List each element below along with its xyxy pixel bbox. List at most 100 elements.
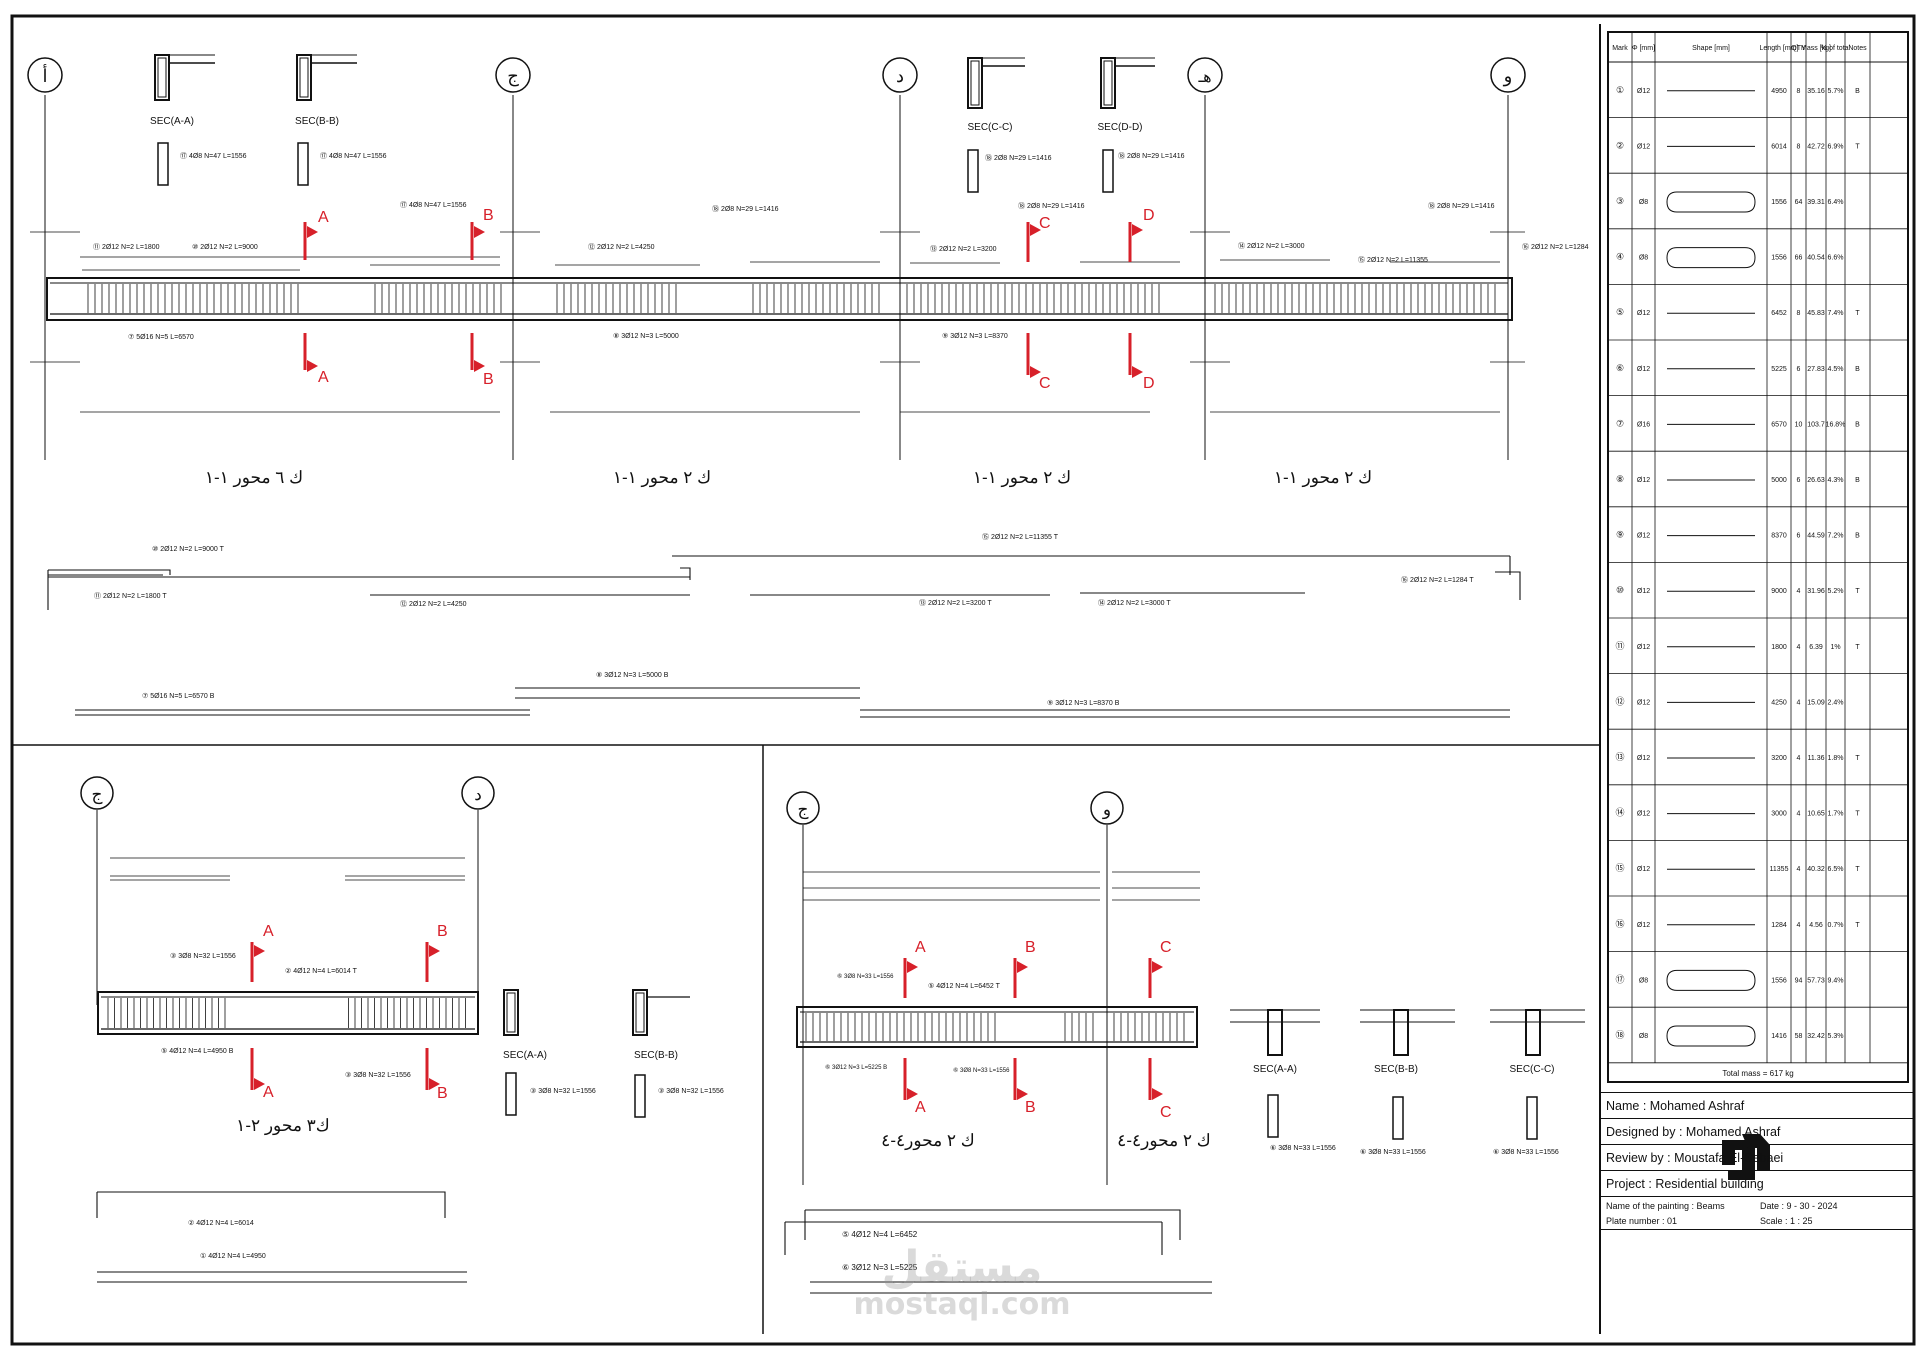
- bbs-shape: [1666, 191, 1756, 213]
- section-mark: C: [1160, 1104, 1172, 1121]
- bbs-cell: 7.4%: [1828, 310, 1844, 317]
- bbs-cell: 5.3%: [1828, 1033, 1844, 1040]
- bbs-cell: 1.8%: [1828, 755, 1844, 762]
- bbs-cell: 3200: [1771, 755, 1787, 762]
- bbs-cell: 3000: [1771, 811, 1787, 818]
- bbs-cell: T: [1855, 588, 1860, 595]
- rebar-label: ⑰ 4Ø8 N=47 L=1556: [400, 201, 467, 209]
- bbs-cell: 16.8%: [1826, 421, 1846, 428]
- section-note: ⑥ 3Ø8 N=33 L=1556: [1360, 1148, 1426, 1156]
- rebar-label: ⑱ 2Ø8 N=29 L=1416: [1018, 202, 1085, 210]
- bottom-right-beam: ⑥ 3Ø8 N=33 L=1556 ⑤ 4Ø12 N=4 L=6452 T ⑥ …: [796, 871, 1200, 1074]
- bbs-cell: Ø12: [1637, 588, 1650, 595]
- rebar-label: ⑨ 3Ø12 N=3 L=8370: [942, 332, 1008, 340]
- bbs-cell: 1%: [1830, 644, 1840, 651]
- section-note: ⑥ 3Ø8 N=33 L=1556: [1493, 1148, 1559, 1156]
- bbs-cell: 1556: [1771, 255, 1787, 262]
- rebar-label: ⑥ 3Ø12 N=3 L=5225 B: [825, 1064, 887, 1071]
- beam-title: ك٣ محور ٢-١: [236, 1116, 330, 1136]
- bbs-cell: 4250: [1771, 699, 1787, 706]
- bottom-right-axes: ج و: [786, 791, 1124, 1185]
- rebar-label: ⑤ 4Ø12 N=4 L=4950 B: [161, 1047, 234, 1055]
- rebar-label: ⑭ 2Ø12 N=2 L=3000: [1238, 242, 1305, 250]
- bbs-cell: 6: [1797, 477, 1801, 484]
- bbs-cell: Ø12: [1637, 699, 1650, 706]
- schedule-label: ⑮ 2Ø12 N=2 L=11355 T: [982, 533, 1059, 541]
- section-cut-markers-top: A A B B C C D D: [303, 207, 1155, 392]
- rebar-label: ⑱ 2Ø8 N=29 L=1416: [712, 205, 779, 213]
- bbs-cell: 42.72: [1807, 143, 1825, 150]
- bbs-cell: Ø12: [1637, 644, 1650, 651]
- section-mark: A: [915, 1099, 926, 1116]
- axis-bubble: ج: [507, 66, 519, 87]
- rebar-label: ⑫ 2Ø12 N=2 L=4250: [588, 243, 655, 251]
- bbs-cell: 2.4%: [1828, 699, 1844, 706]
- bbs-cell: 6: [1797, 366, 1801, 373]
- bbs-cell: 26.63: [1807, 477, 1825, 484]
- section-title: SEC(A-A): [150, 116, 194, 127]
- bbs-cell: ⑦: [1616, 418, 1624, 428]
- bbs-cell: ④: [1616, 252, 1624, 262]
- bbs-cell: ⑯: [1615, 919, 1624, 929]
- bbs-cell: T: [1855, 143, 1860, 150]
- bbs-header: Mass [kg]: [1801, 45, 1831, 52]
- bbs-cell: 11355: [1770, 866, 1789, 873]
- rebar-label: ⑥ 3Ø8 N=33 L=1556: [837, 973, 894, 980]
- rebar-label: ⑦ 5Ø16 N=5 L=6570: [128, 333, 194, 341]
- bbs-cell: 4: [1797, 866, 1801, 873]
- bbs-cell: ⑥: [1616, 363, 1624, 373]
- bbs-cell: ⑪: [1615, 641, 1624, 651]
- bbs-cell: T: [1855, 644, 1860, 651]
- bbs-cell: ③: [1616, 196, 1624, 206]
- bbs-cell: 1800: [1771, 644, 1787, 651]
- bbs-cell: ⑬: [1615, 752, 1624, 762]
- section-mark: A: [318, 369, 329, 386]
- tb-project: Project : Residential building: [1600, 1170, 1913, 1196]
- bbs-cell: 9.4%: [1828, 977, 1844, 984]
- axis-bubble: و: [1503, 66, 1513, 87]
- bbs-cell: 1284: [1771, 922, 1787, 929]
- bbs-cell: 1556: [1771, 977, 1787, 984]
- section-mark: D: [1143, 375, 1155, 392]
- section-mark: B: [483, 207, 494, 224]
- schedule-label: ① 4Ø12 N=4 L=4950: [200, 1252, 266, 1260]
- bbs-cell: 5225: [1771, 366, 1787, 373]
- bbs-cell: Ø12: [1637, 866, 1650, 873]
- bbs-cell: T: [1855, 866, 1860, 873]
- bbs-cell: B: [1855, 477, 1860, 484]
- bbs-cell: Ø12: [1637, 533, 1650, 540]
- section-mark: B: [1025, 939, 1036, 956]
- bbs-cell: 10.65: [1807, 811, 1825, 818]
- section-note: ⑱ 2Ø8 N=29 L=1416: [1118, 152, 1185, 160]
- schedule-label: ⑥ 3Ø12 N=3 L=5225: [842, 1263, 918, 1272]
- bbs-cell: T: [1855, 310, 1860, 317]
- bbs-cell: ⑭: [1615, 808, 1624, 818]
- section-note: ⑥ 3Ø8 N=33 L=1556: [1270, 1144, 1336, 1152]
- section-cut-markers-bl: A A B B: [250, 923, 448, 1102]
- stirrup-hatching: [805, 1013, 1185, 1041]
- bbs-cell: 8: [1797, 143, 1801, 150]
- bbs-cell: 57.73: [1807, 977, 1825, 984]
- schedule-label: ⑫ 2Ø12 N=2 L=4250: [400, 600, 467, 608]
- bbs-cell: B: [1855, 421, 1860, 428]
- section-mark: A: [263, 923, 274, 940]
- bbs-cell: 0.7%: [1828, 922, 1844, 929]
- section-mark: C: [1039, 215, 1051, 232]
- tb-name: Name : Mohamed Ashraf: [1600, 1092, 1913, 1118]
- section-mark: D: [1143, 207, 1155, 224]
- schedule-label: ⑭ 2Ø12 N=2 L=3000 T: [1098, 599, 1171, 607]
- bbs-cell: Ø12: [1637, 811, 1650, 818]
- bbs-cell: ⑱: [1615, 1030, 1624, 1040]
- schedule-label: ⑦ 5Ø16 N=5 L=6570 B: [142, 692, 215, 700]
- schedule-label: ⑯ 2Ø12 N=2 L=1284 T: [1401, 576, 1474, 584]
- beam-title: ك ٢ محور٤-٤: [1117, 1131, 1211, 1151]
- stirrup-hatching: [87, 284, 1496, 313]
- bbs-header: Φ [mm]: [1632, 45, 1655, 52]
- bbs-cell: T: [1855, 811, 1860, 818]
- bbs-cell: ⑧: [1616, 474, 1624, 484]
- schedule-label: ⑬ 2Ø12 N=2 L=3200 T: [919, 599, 992, 607]
- bbs-cell: 44.59: [1807, 533, 1825, 540]
- bbs-cell: ⑩: [1616, 585, 1624, 595]
- bbs-cell: 5000: [1771, 477, 1787, 484]
- schedule-label: ⑨ 3Ø12 N=3 L=8370 B: [1047, 699, 1120, 707]
